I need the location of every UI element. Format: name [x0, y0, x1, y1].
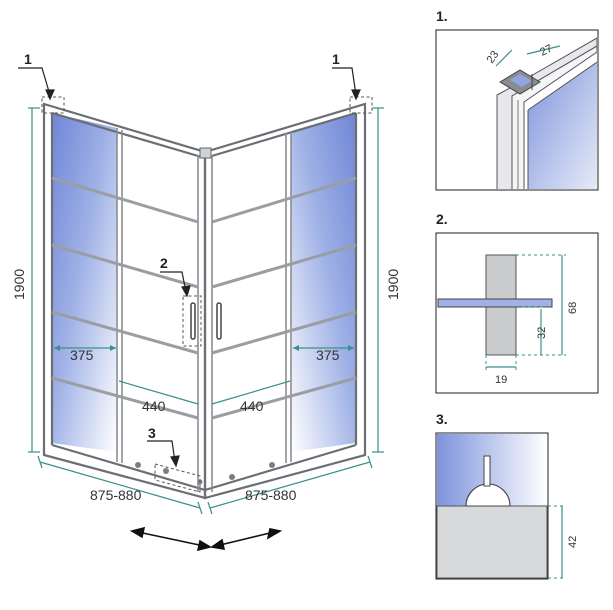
glass-section: [437, 298, 553, 308]
left-decor-bars: [51, 176, 199, 420]
detail-3-title: 3.: [436, 411, 448, 427]
roller-guide-stem: [483, 455, 491, 487]
detail-2-dim-68: 68: [567, 302, 579, 314]
fixed-panel-label-right: 375: [316, 347, 340, 363]
width-label-right: 875-880: [245, 487, 297, 503]
entry-label-left: 440: [142, 398, 166, 414]
fixed-panel-label-left: 375: [70, 347, 94, 363]
right-fixed-glass: [291, 113, 356, 452]
sliding-direction-arrows: [129, 526, 283, 552]
entry-label-right: 440: [240, 398, 264, 414]
left-fixed-glass: [52, 113, 117, 452]
threshold-callout-box: [154, 463, 201, 493]
detail-1-title: 1.: [436, 8, 448, 24]
corner-callout-left: [41, 96, 65, 114]
left-door-handle: [190, 302, 196, 340]
detail-3-panel: 42: [435, 432, 579, 580]
callout-label-1-left: 1: [24, 51, 32, 67]
detail-2-panel: 68 32 19: [435, 232, 599, 394]
detail-1-dim-23: 23: [485, 49, 502, 66]
corner-callout-right: [349, 96, 373, 114]
handle-callout-box: [182, 295, 202, 347]
main-dimension-lines: [28, 107, 384, 515]
callout-label-1-right: 1: [332, 51, 340, 67]
callout-leaders: [18, 67, 361, 468]
detail-1-dim-27: 27: [538, 43, 554, 59]
callout-label-3: 3: [148, 425, 156, 441]
enclosure-main: [41, 96, 373, 500]
detail-1-panel: 23 27: [435, 29, 599, 191]
height-label-right: 1900: [385, 269, 401, 300]
threshold-base: [436, 505, 548, 579]
height-label-left: 1900: [11, 269, 27, 300]
right-decor-bars: [211, 176, 357, 420]
callout-label-2: 2: [160, 255, 168, 271]
detail-3-dim-42: 42: [567, 536, 579, 548]
right-frame: [203, 102, 367, 500]
detail-2-title: 2.: [436, 211, 448, 227]
bottom-rollers: [135, 462, 275, 485]
width-label-left: 875-880: [90, 487, 142, 503]
detail-2-dim-19: 19: [495, 374, 507, 386]
right-door-handle: [216, 302, 222, 340]
detail-2-dim-32: 32: [536, 327, 548, 339]
corner-joint: [199, 147, 212, 159]
